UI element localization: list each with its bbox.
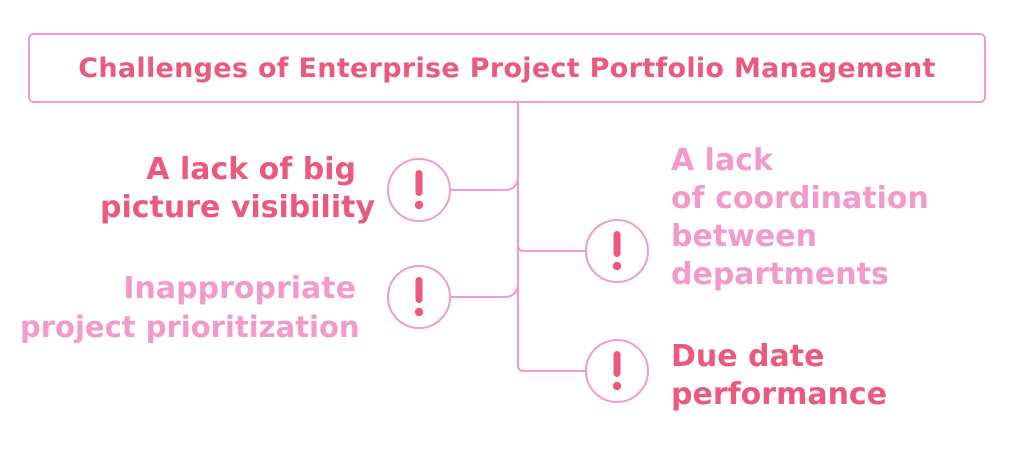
challenge-3-line-4: departments [671, 257, 889, 292]
exclamation-icon [414, 170, 424, 210]
challenge-label-3: A lack of coordination between departmen… [671, 142, 929, 294]
branch-right-middle [517, 244, 585, 252]
exclamation-icon [612, 231, 622, 271]
title-box: Challenges of Enterprise Project Portfol… [28, 33, 986, 103]
branch-left-top [451, 175, 519, 191]
exclamation-icon [612, 351, 622, 391]
challenge-4-badge [585, 339, 649, 403]
challenge-1-badge [387, 158, 451, 222]
challenge-label-4: Due date performance [671, 338, 887, 414]
challenge-1-line-1: A lack of big [146, 152, 356, 187]
challenge-1-line-2: picture visibility [100, 190, 376, 225]
challenge-2-line-1: Inappropriate [123, 271, 356, 306]
challenge-4-line-2: performance [671, 377, 888, 412]
challenge-3-line-2: of coordination [671, 181, 929, 216]
challenge-3-badge [585, 219, 649, 283]
branch-left-bottom [451, 281, 519, 298]
challenge-2-badge [387, 265, 451, 329]
challenge-3-line-3: between [671, 219, 817, 254]
trunk-line [517, 103, 585, 372]
challenge-label-2: Inappropriate project prioritization [20, 270, 360, 346]
challenge-4-line-1: Due date [671, 339, 825, 374]
challenge-3-line-1: A lack [671, 143, 773, 178]
exclamation-icon [414, 277, 424, 317]
challenge-label-1: A lack of big picture visibility [100, 151, 376, 227]
diagram-title: Challenges of Enterprise Project Portfol… [78, 52, 936, 84]
challenge-2-line-2: project prioritization [20, 310, 360, 344]
